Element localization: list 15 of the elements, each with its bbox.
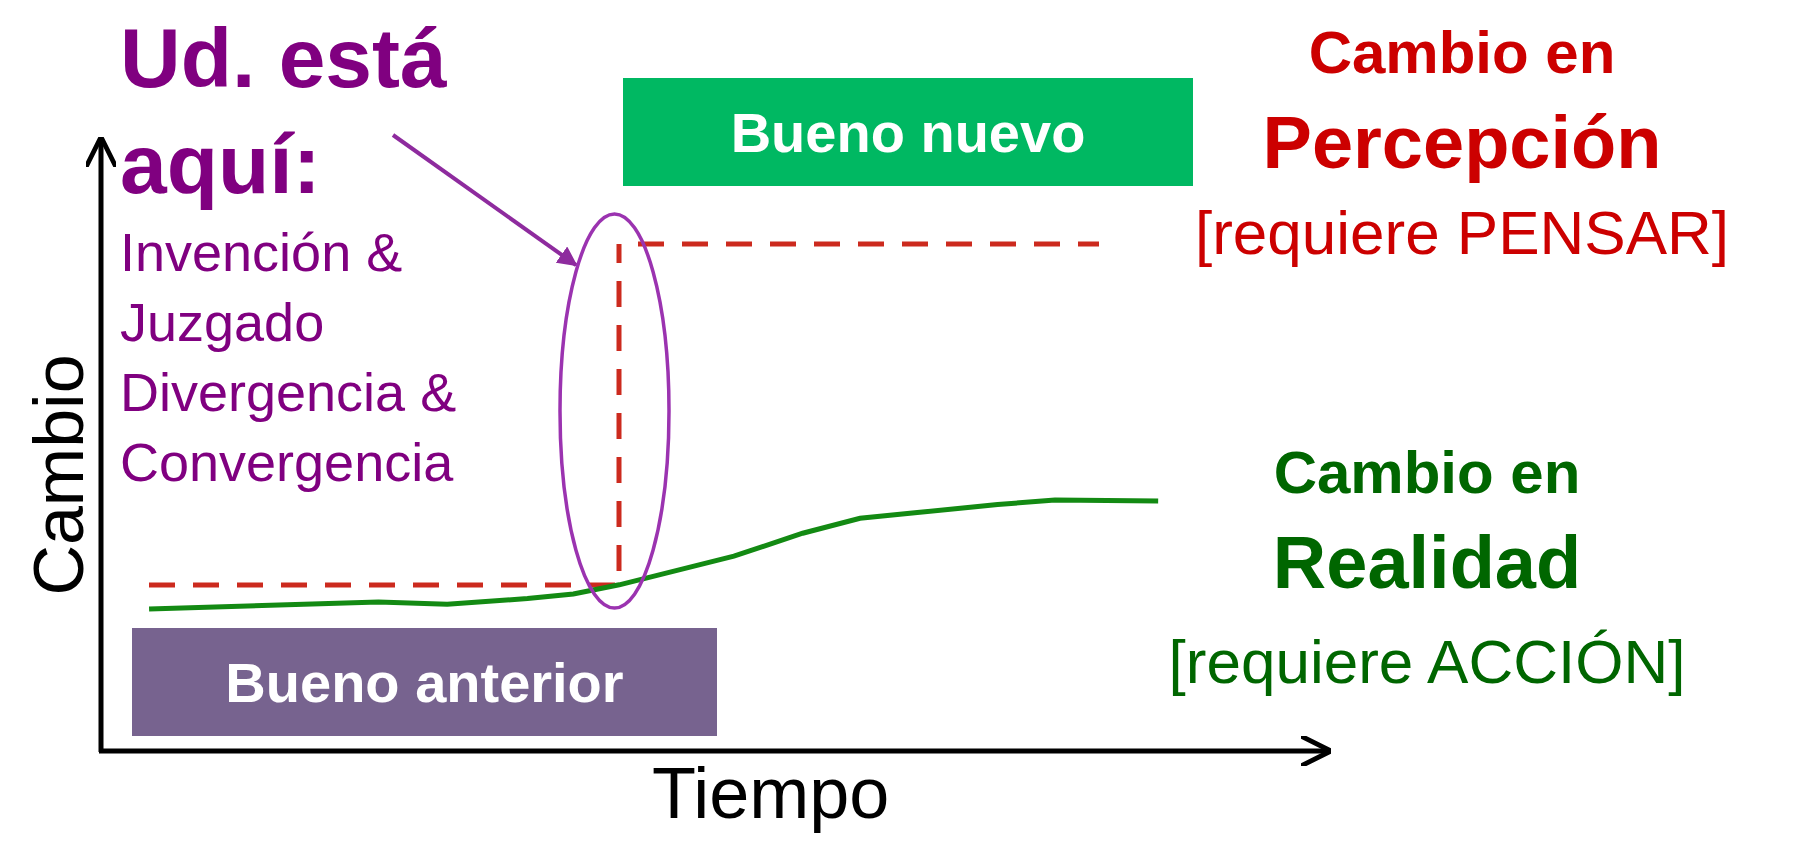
annotation-text: Tiempo	[652, 752, 890, 835]
annotation-text: Cambio en	[1273, 438, 1581, 507]
annotation-text: [requiere PENSAR]	[1194, 197, 1730, 269]
callout-heading: Ud. está aquí:	[120, 10, 448, 213]
annotation-text: Realidad	[1272, 520, 1582, 606]
callout-text: Invención & Juzgado	[120, 221, 404, 354]
callout-text: Divergencia & Convergencia	[120, 361, 458, 494]
ellipse-outline	[558, 212, 671, 610]
annotation-text: Percepción	[1262, 100, 1662, 186]
annotation-text: Cambio en	[1308, 18, 1616, 87]
annotation-text: [requiere ACCIÓN]	[1168, 626, 1686, 698]
label-block: Bueno nuevo	[623, 78, 1193, 186]
arrow	[391, 133, 578, 267]
axis-label: Cambio	[23, 354, 94, 596]
label-block: Bueno anterior	[132, 628, 717, 736]
